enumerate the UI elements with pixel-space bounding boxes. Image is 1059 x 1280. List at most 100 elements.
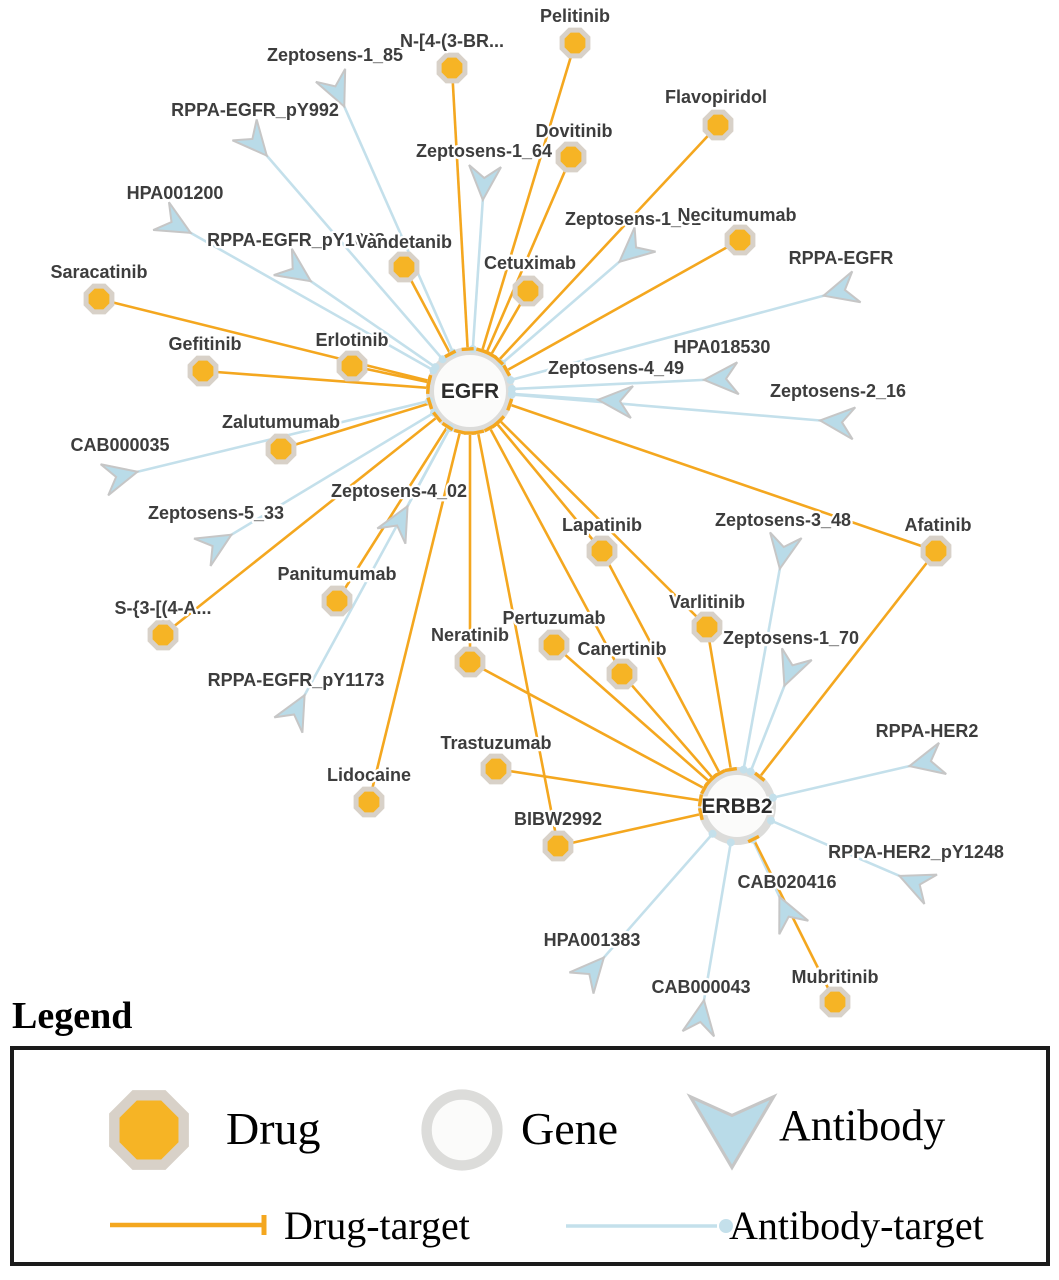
drug-edge-tee <box>747 834 760 844</box>
antibody-edge-dot <box>766 816 775 825</box>
legend-gene-icon <box>421 1089 503 1171</box>
legend-drug-edge-label: Drug-target <box>284 1203 470 1248</box>
node-label-zeptosens-4-49: Zeptosens-4_49 <box>548 358 684 378</box>
drug-target-edge-erbb2-trastuzumab <box>495 767 738 808</box>
node-label-lidocaine: Lidocaine <box>327 765 411 785</box>
drug-edge-tee <box>441 421 454 432</box>
drug-node-lidocaine <box>353 786 385 818</box>
drug-target-edge-egfr-necitumumab <box>469 238 741 393</box>
antibody-node-zeptosens-3-48 <box>769 531 803 572</box>
node-label-gefitinib: Gefitinib <box>169 334 242 354</box>
antibody-target-edge-erbb2-zeptosens-3-48 <box>735 550 785 807</box>
node-label-lapatinib: Lapatinib <box>562 515 642 535</box>
drug-target-edge-egfr-bibw2992 <box>468 390 560 847</box>
drug-edge-tee <box>471 429 485 436</box>
drug-target-edge-egfr-saracatinib <box>98 297 471 393</box>
node-label-rppa-egfr: RPPA-EGFR <box>789 248 894 268</box>
antibody-target-edge-egfr-rppa-egfr <box>469 289 842 393</box>
legend-antibody-edge-icon <box>566 1219 733 1233</box>
drug-node-pelitinib <box>559 27 591 59</box>
antibody-edge-dot <box>438 355 447 364</box>
node-label-zeptosens-1-70: Zeptosens-1_70 <box>723 628 859 648</box>
antibody-edge-dot <box>507 390 516 399</box>
node-label-zeptosens-1-64: Zeptosens-1_64 <box>416 141 552 161</box>
antibody-target-edge-egfr-rppa-egfr-py1173 <box>294 390 472 712</box>
antibody-node-rppa-egfr-py992 <box>232 119 269 158</box>
gene-circle-erbb2 <box>698 767 776 845</box>
antibody-node-cab000043 <box>681 997 716 1038</box>
node-label-trastuzumab: Trastuzumab <box>440 733 551 753</box>
drug-edge-tee <box>506 398 514 411</box>
drug-node-flavopiridol <box>702 109 734 141</box>
node-label-dovitinib: Dovitinib <box>536 121 613 141</box>
drug-node-zalutumumab <box>265 433 297 465</box>
antibody-node-hpa001383 <box>569 955 606 994</box>
drug-edge-tee <box>461 347 474 352</box>
antibody-edge-dot <box>431 363 440 372</box>
drug-node-necitumumab <box>724 224 756 256</box>
antibody-target-edge-egfr-rppa-egfr-py992 <box>254 141 471 392</box>
legend-drug-edge-icon <box>110 1215 267 1235</box>
antibody-node-zeptosens-2-16 <box>817 406 857 441</box>
node-label-pertuzumab: Pertuzumab <box>502 608 605 628</box>
legend-antibody-edge-label: Antibody-target <box>729 1203 984 1248</box>
drug-edge-tee <box>697 794 704 807</box>
node-layer <box>83 27 952 1038</box>
drug-node-pertuzumab <box>538 629 570 661</box>
drug-node-canertinib <box>606 658 638 690</box>
drug-edge-tee <box>432 411 443 423</box>
node-label-rppa-egfr-py1068: RPPA-EGFR_pY1068 <box>207 230 385 250</box>
antibody-node-zeptosens-1-51 <box>617 227 656 264</box>
drug-node-erlotinib <box>336 350 368 382</box>
node-label-zeptosens-1-51: Zeptosens-1_51 <box>565 209 701 229</box>
antibody-node-zeptosens-5-33 <box>193 533 234 567</box>
drug-edge-tee <box>494 415 506 427</box>
drug-node-varlitinib <box>691 611 723 643</box>
node-label-n-4-3-br: N-[4-(3-BR... <box>400 31 504 51</box>
node-label-afatinib: Afatinib <box>905 515 972 535</box>
antibody-node-zeptosens-1-70 <box>780 647 813 688</box>
drug-node-panitumumab <box>321 585 353 617</box>
drug-target-edge-egfr-lidocaine <box>367 390 472 803</box>
node-label-s-3-4-a: S-{3-[(4-A... <box>114 598 211 618</box>
antibody-edge-dot <box>769 793 778 802</box>
antibody-node-rppa-her2-py1248 <box>897 873 938 905</box>
node-label-zeptosens-2-16: Zeptosens-2_16 <box>770 381 906 401</box>
network-diagram: EGFRERBB2Zeptosens-1_85RPPA-EGFR_pY992Ze… <box>50 6 1004 1038</box>
legend-drug-icon <box>109 1090 189 1170</box>
antibody-chevron-icon <box>686 1093 778 1171</box>
node-label-cetuximab: Cetuximab <box>484 253 576 273</box>
antibody-target-edge-egfr-zeptosens-1-85 <box>335 89 472 392</box>
node-label-necitumumab: Necitumumab <box>677 205 796 225</box>
antibody-node-cab020416 <box>778 894 809 935</box>
node-label-neratinib: Neratinib <box>431 625 509 645</box>
antibody-node-zeptosens-4-02 <box>376 504 409 545</box>
antibody-node-hpa018530 <box>701 361 740 396</box>
drug-edge-tee <box>444 349 457 359</box>
legend-gene-label: Gene <box>521 1103 619 1154</box>
antibody-node-rppa-egfr-py1068 <box>273 248 313 283</box>
node-label-zeptosens-3-48: Zeptosens-3_48 <box>715 510 851 530</box>
drug-target-edge-erbb2-pertuzumab <box>553 644 738 807</box>
node-label-varlitinib: Varlitinib <box>669 592 745 612</box>
node-label-hpa018530: HPA018530 <box>674 337 771 357</box>
drug-edge-tee <box>426 376 432 389</box>
drug-node-afatinib <box>920 535 952 567</box>
drug-target-edge-egfr-s-3-4-a <box>162 389 471 637</box>
drug-octagon-icon <box>109 1090 189 1170</box>
antibody-edge-dot <box>726 838 735 847</box>
node-label-bibw2992: BIBW2992 <box>514 809 602 829</box>
gene-label-erbb2: ERBB2 <box>701 795 772 818</box>
legend-antibody-label: Antibody <box>779 1101 946 1150</box>
drug-target-edge-egfr-varlitinib <box>469 390 708 628</box>
node-label-vandetanib: Vandetanib <box>356 232 452 252</box>
drug-node-saracatinib <box>83 283 115 315</box>
legend-title: Legend <box>12 995 133 1037</box>
drug-target-edge-egfr-flavopiridol <box>469 124 719 392</box>
node-label-zalutumumab: Zalutumumab <box>222 412 340 432</box>
node-label-rppa-her2: RPPA-HER2 <box>876 721 979 741</box>
legend-antibody-icon <box>686 1093 778 1171</box>
node-label-rppa-egfr-py1173: RPPA-EGFR_pY1173 <box>208 670 385 690</box>
drug-node-cetuximab <box>512 275 544 307</box>
node-label-panitumumab: Panitumumab <box>277 564 396 584</box>
